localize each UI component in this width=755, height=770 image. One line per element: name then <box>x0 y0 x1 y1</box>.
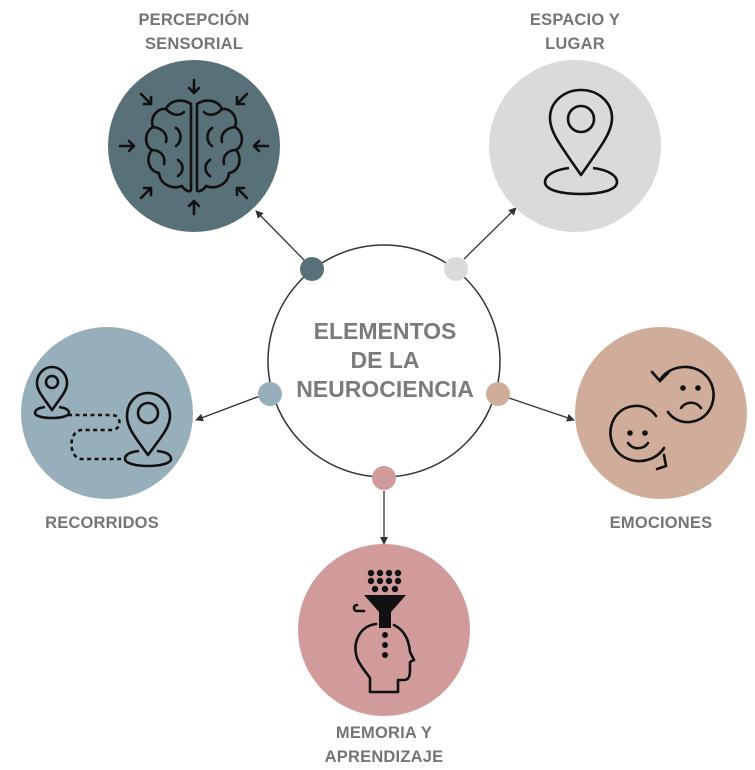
label-line: APRENDIZAJE <box>324 748 444 766</box>
label-line: ESPACIO Y <box>529 11 621 29</box>
connector-emociones <box>508 397 575 422</box>
center-title-line: ELEMENTOS <box>313 318 457 344</box>
dot-percepcion <box>300 257 324 281</box>
label-percepcion: PERCEPCIÓN SENSORIAL <box>94 8 294 56</box>
dot-espacio <box>444 257 468 281</box>
connector-percepcion <box>255 210 305 261</box>
node-recorridos <box>21 327 193 499</box>
emotions-cycle-icon <box>609 365 715 471</box>
dot-recorridos <box>258 382 282 406</box>
label-line: PERCEPCIÓN <box>138 11 250 29</box>
label-line: EMOCIONES <box>609 514 713 532</box>
label-line: RECORRIDOS <box>45 514 159 532</box>
connector-recorridos <box>195 395 261 422</box>
dot-memoria <box>372 466 396 490</box>
label-recorridos: RECORRIDOS <box>2 511 202 535</box>
label-line: LUGAR <box>545 35 605 53</box>
brain-icon <box>118 78 270 216</box>
learning-head-icon <box>352 569 416 694</box>
dot-emociones <box>486 382 510 406</box>
node-emociones <box>575 327 747 499</box>
label-espacio: ESPACIO Y LUGAR <box>475 8 675 56</box>
label-emociones: EMOCIONES <box>561 511 755 535</box>
label-memoria: MEMORIA Y APRENDIZAJE <box>284 721 484 769</box>
label-line: MEMORIA Y <box>335 724 433 742</box>
connector-espacio <box>463 207 517 260</box>
node-memoria <box>298 544 470 716</box>
location-pin-icon <box>543 88 619 196</box>
center-title-line: NEUROCIENCIA <box>296 376 474 402</box>
center-title: ELEMENTOS DE LA NEUROCIENCIA <box>270 317 500 404</box>
label-line: SENSORIAL <box>144 35 244 53</box>
route-icon <box>33 365 173 468</box>
node-espacio <box>489 60 661 232</box>
center-title-line: DE LA <box>350 347 420 373</box>
node-percepcion <box>108 60 280 232</box>
